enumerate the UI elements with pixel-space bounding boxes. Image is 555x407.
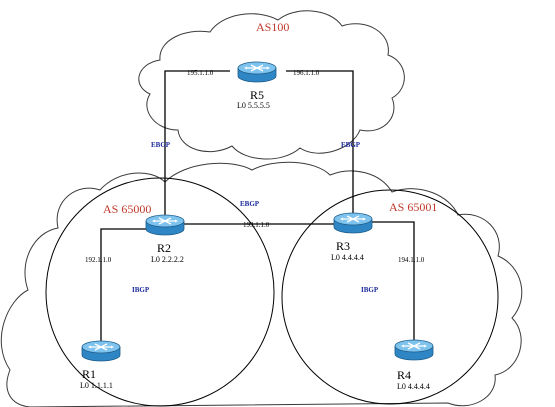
router-icon	[81, 340, 121, 362]
link-r2-r1	[100, 228, 153, 346]
router-icon	[394, 339, 434, 361]
protocol-label-r5-r2: EBGP	[151, 141, 171, 149]
router-r1-loopback: L0 1.1.1.1	[80, 381, 113, 390]
router-icon	[333, 212, 373, 234]
as100-label: AS100	[256, 20, 289, 34]
router-r3-loopback: L0 4.4.4.4	[331, 253, 364, 262]
router-r1: R1 L0 1.1.1.1	[80, 340, 121, 390]
network-label-r3-r4: 194.1.1.0	[398, 256, 425, 264]
router-r4-name: R4	[397, 368, 411, 382]
protocol-label-r2-r3: EBGP	[240, 200, 260, 208]
as100-cloud	[138, 10, 405, 160]
protocol-label-r5-r3: EBGP	[341, 141, 361, 149]
router-r1-name: R1	[82, 367, 96, 381]
protocol-label-as65000: IBGP	[132, 286, 150, 294]
link-r5-r3	[286, 70, 354, 220]
network-label-r2-r3: 193.1.1.0	[243, 221, 270, 229]
router-r5-loopback: L0 5.5.5.5	[237, 101, 270, 110]
router-icon	[145, 214, 185, 236]
router-r2: R2 L0 2.2.2.2	[145, 214, 185, 264]
router-r2-loopback: L0 2.2.2.2	[151, 255, 184, 264]
router-r5: R5 L0 5.5.5.5	[237, 61, 277, 110]
router-r4-loopback: L0 4.4.4.4	[397, 382, 430, 391]
router-r2-name: R2	[157, 241, 171, 255]
network-label-r5-r2: 195.1.1.0	[187, 69, 214, 77]
network-label-r5-r3: 196.1.1.0	[293, 69, 320, 77]
as-lower-cloud	[0, 161, 523, 407]
router-r3-name: R3	[336, 239, 350, 253]
protocol-label-as65001: IBGP	[361, 286, 379, 294]
router-r5-name: R5	[250, 88, 264, 102]
network-label-r2-r1: 192.1.1.0	[85, 256, 112, 264]
as65000-boundary	[45, 177, 275, 407]
link-r3-r4	[366, 221, 415, 346]
as65000-label: AS 65000	[103, 202, 151, 216]
router-r3: R3 L0 4.4.4.4	[331, 212, 373, 262]
link-r5-r2	[164, 70, 230, 222]
router-icon	[237, 61, 277, 83]
as65001-boundary	[281, 189, 499, 405]
router-r4: R4 L0 4.4.4.4	[394, 339, 434, 391]
as65001-label: AS 65001	[389, 200, 437, 214]
